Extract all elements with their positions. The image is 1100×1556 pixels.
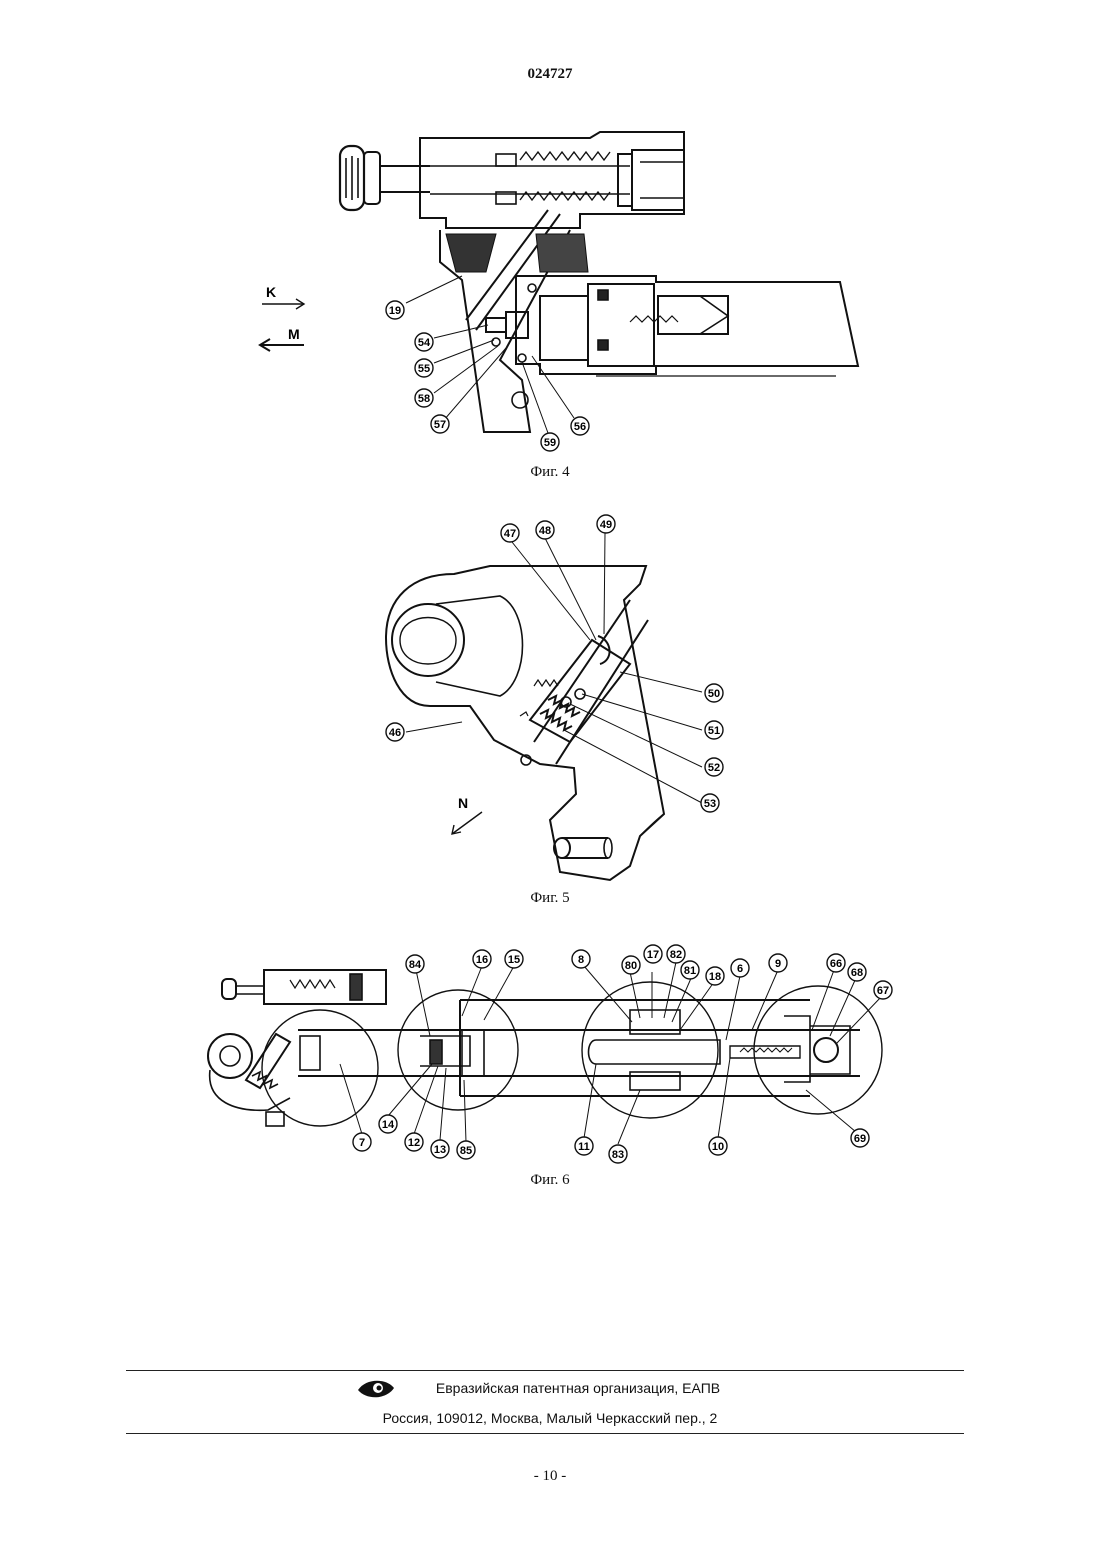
footer-address: Россия, 109012, Москва, Малый Черкасский… <box>0 1410 1100 1426</box>
reference-label-number: 19 <box>389 305 401 317</box>
reference-label-46: 46 <box>386 723 404 741</box>
footer-organization: Евразийская патентная организация, ЕАПВ <box>0 1380 1100 1396</box>
reference-label-83: 83 <box>609 1145 627 1163</box>
footer-top-rule <box>126 1370 964 1371</box>
reference-label-12: 12 <box>405 1133 423 1151</box>
reference-label-85: 85 <box>457 1141 475 1159</box>
reference-label-82: 82 <box>667 945 685 963</box>
reference-label-51: 51 <box>705 721 723 739</box>
page-number: - 10 - <box>0 1468 1100 1485</box>
reference-label-number: 15 <box>508 954 520 966</box>
reference-label-number: 8 <box>578 954 584 966</box>
reference-label-67: 67 <box>874 981 892 999</box>
reference-label-number: 52 <box>708 762 720 774</box>
reference-label-number: 54 <box>418 337 431 349</box>
reference-label-number: 10 <box>712 1141 724 1153</box>
reference-label-number: 80 <box>625 960 637 972</box>
reference-label-number: 56 <box>574 421 586 433</box>
reference-label-68: 68 <box>848 963 866 981</box>
reference-label-14: 14 <box>379 1115 397 1133</box>
reference-label-7: 7 <box>353 1133 371 1151</box>
reference-label-9: 9 <box>769 954 787 972</box>
reference-label-number: 51 <box>708 725 720 737</box>
reference-label-number: 67 <box>877 985 889 997</box>
reference-label-number: 6 <box>737 963 743 975</box>
reference-label-number: 83 <box>612 1149 624 1161</box>
reference-label-18: 18 <box>706 967 724 985</box>
reference-label-number: 7 <box>359 1137 365 1149</box>
arrow-k <box>262 299 304 309</box>
reference-label-56: 56 <box>571 417 589 435</box>
reference-label-58: 58 <box>415 389 433 407</box>
reference-label-number: 59 <box>544 437 556 449</box>
reference-label-47: 47 <box>501 524 519 542</box>
reference-label-55: 55 <box>415 359 433 377</box>
reference-label-number: 58 <box>418 393 430 405</box>
reference-label-48: 48 <box>536 521 554 539</box>
arrow-n-label: N <box>458 795 468 811</box>
reference-label-52: 52 <box>705 758 723 776</box>
reference-label-57: 57 <box>431 415 449 433</box>
figure-5-caption: Фиг. 5 <box>0 890 1100 907</box>
reference-label-50: 50 <box>705 684 723 702</box>
reference-label-number: 69 <box>854 1133 866 1145</box>
reference-label-10: 10 <box>709 1137 727 1155</box>
reference-label-8: 8 <box>572 950 590 968</box>
figure-4-drawing <box>340 132 858 432</box>
reference-label-69: 69 <box>851 1129 869 1147</box>
reference-label-number: 47 <box>504 528 516 540</box>
reference-label-number: 55 <box>418 363 430 375</box>
reference-label-number: 85 <box>460 1145 472 1157</box>
reference-label-6: 6 <box>731 959 749 977</box>
reference-label-11: 11 <box>575 1137 593 1155</box>
reference-label-13: 13 <box>431 1140 449 1158</box>
reference-label-81: 81 <box>681 961 699 979</box>
reference-label-number: 13 <box>434 1144 446 1156</box>
arrow-m-label: M <box>288 326 300 342</box>
reference-label-number: 12 <box>408 1137 420 1149</box>
reference-label-number: 17 <box>647 949 659 961</box>
reference-label-number: 68 <box>851 967 863 979</box>
reference-label-17: 17 <box>644 945 662 963</box>
reference-label-16: 16 <box>473 950 491 968</box>
reference-label-number: 18 <box>709 971 721 983</box>
reference-label-number: 48 <box>539 525 551 537</box>
footer-bottom-rule <box>126 1433 964 1434</box>
arrow-k-label: K <box>266 284 276 300</box>
reference-label-59: 59 <box>541 433 559 451</box>
reference-label-number: 49 <box>600 519 612 531</box>
reference-label-number: 81 <box>684 965 696 977</box>
reference-label-number: 9 <box>775 958 781 970</box>
figure-6-caption: Фиг. 6 <box>0 1172 1100 1189</box>
reference-label-number: 57 <box>434 419 446 431</box>
reference-label-49: 49 <box>597 515 615 533</box>
reference-label-19: 19 <box>386 301 404 319</box>
reference-label-number: 53 <box>704 798 716 810</box>
figure-6-drawing <box>208 970 882 1126</box>
reference-label-15: 15 <box>505 950 523 968</box>
reference-label-number: 82 <box>670 949 682 961</box>
reference-label-number: 66 <box>830 958 842 970</box>
reference-label-number: 84 <box>409 959 422 971</box>
reference-label-84: 84 <box>406 955 424 973</box>
reference-label-66: 66 <box>827 954 845 972</box>
arrow-n <box>452 812 482 834</box>
reference-label-number: 14 <box>382 1119 395 1131</box>
reference-label-53: 53 <box>701 794 719 812</box>
reference-label-number: 16 <box>476 954 488 966</box>
reference-label-54: 54 <box>415 333 433 351</box>
figure-4-caption: Фиг. 4 <box>0 464 1100 481</box>
figure-5-drawing <box>386 566 664 880</box>
reference-label-number: 46 <box>389 727 401 739</box>
reference-label-number: 11 <box>578 1141 590 1153</box>
reference-label-number: 50 <box>708 688 720 700</box>
reference-label-80: 80 <box>622 956 640 974</box>
